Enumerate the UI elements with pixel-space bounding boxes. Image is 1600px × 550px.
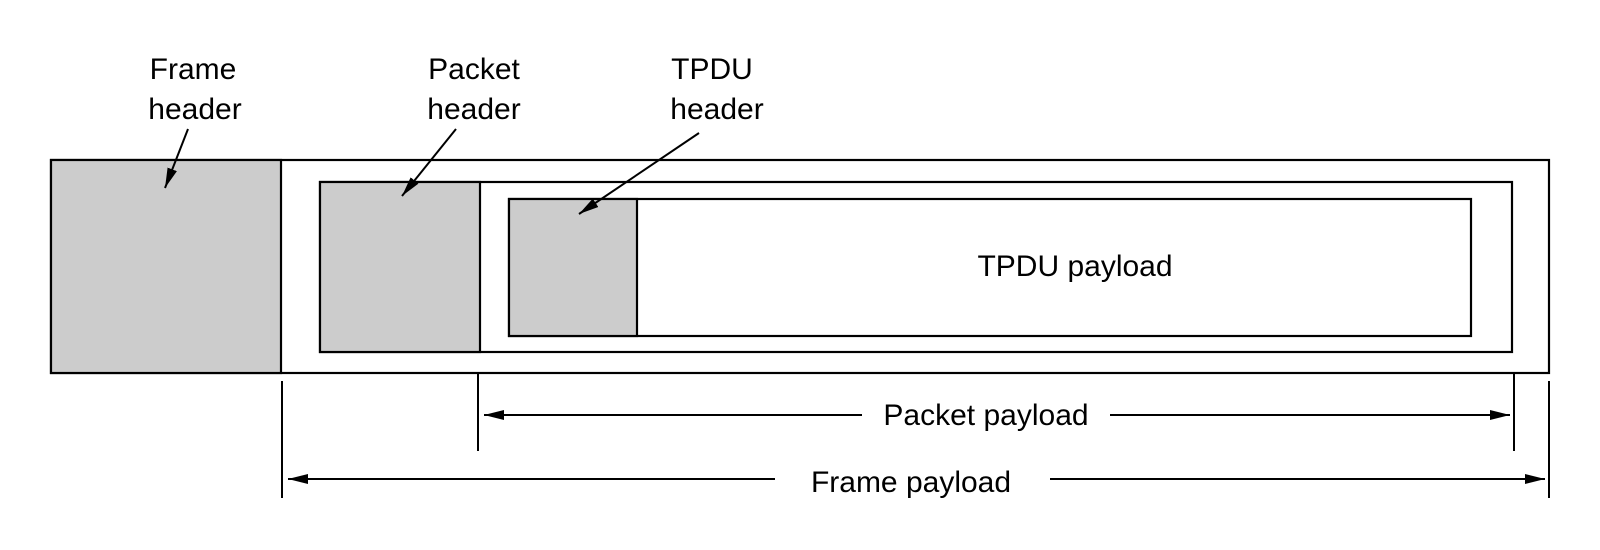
tpdu-payload-label: TPDU payload bbox=[977, 250, 1172, 283]
packet-header-arrow bbox=[401, 128, 457, 197]
tpdu-header-arrow bbox=[578, 132, 700, 215]
packet-header-box bbox=[318, 180, 482, 354]
packet-payload-label: Packet payload bbox=[883, 399, 1088, 432]
tpdu-header-label-line1: TPDU bbox=[671, 53, 753, 86]
frame-header-label-line2: header bbox=[148, 93, 241, 126]
frame-payload-label: Frame payload bbox=[811, 466, 1011, 499]
packet-payload-dimension: Packet payload bbox=[477, 373, 1515, 451]
frame-header-arrow bbox=[164, 128, 189, 189]
packet-header-label-line2: header bbox=[427, 93, 520, 126]
tpdu-header-label-line2: header bbox=[670, 93, 763, 126]
tpdu-header-callout: TPDU header bbox=[578, 53, 764, 215]
frame-header-callout: Frame header bbox=[148, 53, 242, 189]
packet-header-label-line1: Packet bbox=[428, 53, 520, 86]
frame-payload-dimension: Frame payload bbox=[281, 381, 1550, 499]
tpdu-box bbox=[507, 197, 1473, 338]
packet-header-callout: Packet header bbox=[401, 53, 521, 197]
frame-header-label-line1: Frame bbox=[150, 53, 237, 86]
frame-header-box bbox=[49, 158, 283, 375]
tpdu-header-box bbox=[507, 197, 639, 338]
